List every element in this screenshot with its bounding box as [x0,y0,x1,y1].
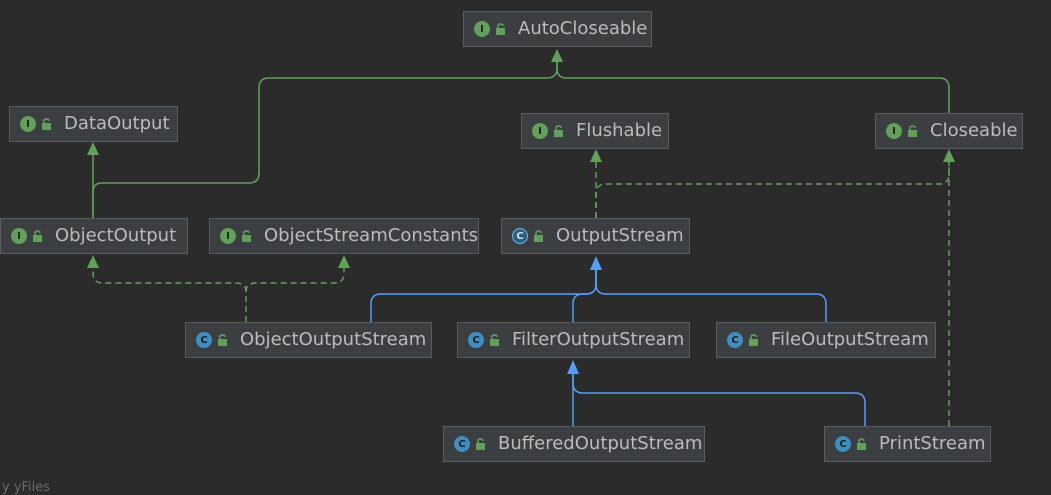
lock-icon [749,334,758,346]
edge-objectoutputstream-to-objectoutput [92,268,247,322]
node-flushable[interactable]: I Flushable [521,113,669,149]
arrow-head-filteroutputstream [567,360,579,374]
node-bufferedoutputstream[interactable]: C BufferedOutputStream [443,426,705,462]
node-objectstreamconstants[interactable]: I ObjectStreamConstants [209,218,479,254]
arrow-head-objectstreamconstants [338,255,350,268]
node-label: DataOutput [64,113,170,134]
lock-icon [908,125,917,137]
node-autocloseable[interactable]: I AutoCloseable [463,11,652,47]
yfiles-watermark: y yFiles [2,480,51,495]
edge-closeable-to-autocloseable [556,62,950,113]
node-dataoutput[interactable]: I DataOutput [9,106,178,142]
edge-outputstream-to-closeable [595,162,950,218]
lock-icon [857,438,866,450]
lock-icon [242,230,251,242]
node-label: ObjectStreamConstants [264,225,479,246]
node-label: AutoCloseable [518,18,648,39]
class-icon: C [468,332,484,348]
lock-icon [42,118,51,130]
interface-icon: I [20,116,36,132]
interface-icon: I [220,228,236,244]
lock-icon [496,23,505,35]
node-label: ObjectOutput [55,225,177,246]
node-objectoutputstream[interactable]: C ObjectOutputStream [185,322,432,358]
class-icon: C [196,332,212,348]
interface-icon: I [11,228,27,244]
edge-filteroutputstream-to-outputstream [572,270,597,322]
edge-printstream-to-filteroutputstream [572,374,866,426]
node-label: FileOutputStream [771,329,929,350]
node-label: Closeable [930,120,1018,141]
arrow-head-outputstream [590,256,602,270]
lock-icon [534,230,543,242]
arrow-head-objectoutput [87,255,99,268]
node-printstream[interactable]: C PrintStream [824,426,991,462]
interface-icon: I [886,123,902,139]
lock-icon [33,230,42,242]
lock-icon [490,334,499,346]
abstract-class-icon: C [512,228,528,244]
interface-icon: I [532,123,548,139]
node-filteroutputstream[interactable]: C FilterOutputStream [457,322,690,358]
node-label: OutputStream [556,225,684,246]
lock-icon [476,438,485,450]
node-fileoutputstream[interactable]: C FileOutputStream [716,322,936,358]
node-label: ObjectOutputStream [240,329,427,350]
lock-icon [554,125,563,137]
class-icon: C [454,436,470,452]
lock-icon [218,334,227,346]
arrow-head-dataoutput [87,142,99,155]
interface-icon: I [474,21,490,37]
class-icon: C [835,436,851,452]
edge-fileoutputstream-to-outputstream [595,270,827,322]
node-label: BufferedOutputStream [498,433,703,454]
edge-objectoutput-to-autocloseable [92,62,558,218]
arrow-head-flushable [590,149,602,162]
node-label: FilterOutputStream [512,329,685,350]
node-label: Flushable [576,120,663,141]
edge-objectoutputstream-to-objectstreamconstants [245,268,345,293]
node-outputstream[interactable]: C OutputStream [501,218,690,254]
class-icon: C [727,332,743,348]
node-closeable[interactable]: I Closeable [875,113,1023,149]
arrow-head-autocloseable [551,49,563,62]
node-objectoutput[interactable]: I ObjectOutput [0,218,188,254]
arrow-head-closeable [943,149,955,162]
node-label: PrintStream [879,433,986,454]
edge-objectoutputstream-to-outputstream [370,270,597,322]
